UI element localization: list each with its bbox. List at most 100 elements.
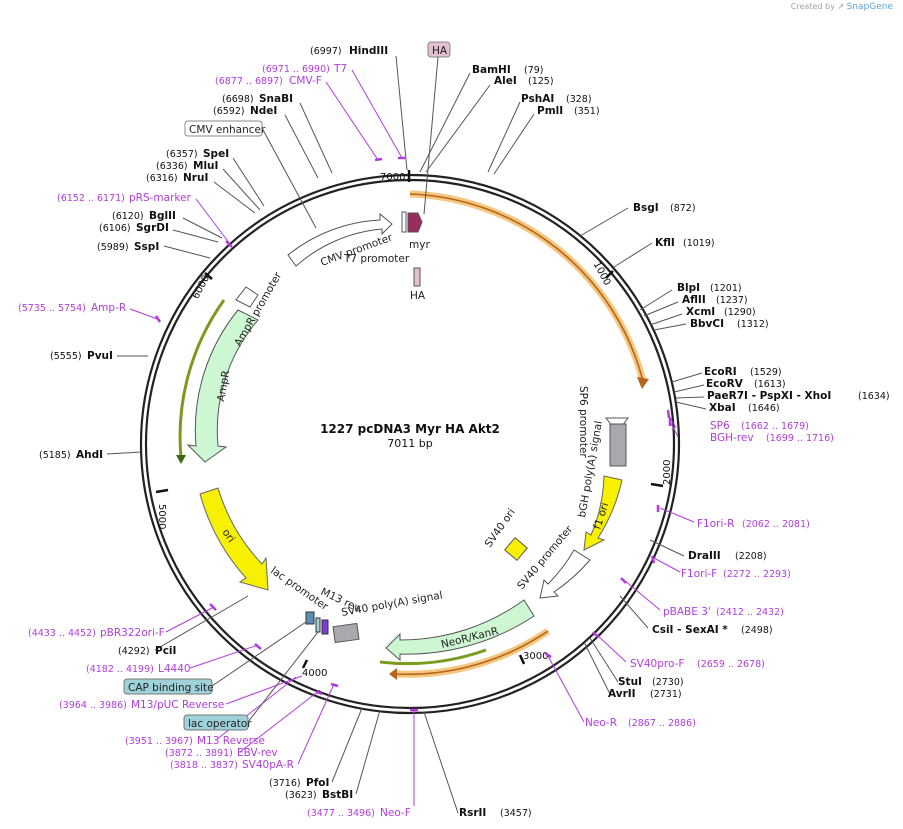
enzyme-name[interactable]: HindIII <box>349 45 388 57</box>
tick-label-4000: 4000 <box>302 668 327 679</box>
neo-orf-arrowhead <box>389 668 397 680</box>
primer-name[interactable]: L4440 <box>158 663 191 675</box>
primer-name[interactable]: SV40pro-F <box>630 658 684 670</box>
enzyme-name[interactable]: XcmI <box>686 306 715 318</box>
enzyme-name[interactable]: BstBI <box>322 789 353 801</box>
ampr-orf-arrowhead <box>176 455 186 464</box>
enzyme-name[interactable]: PvuI <box>87 350 113 362</box>
lac-operator-box[interactable] <box>183 714 249 731</box>
ha-feature[interactable] <box>413 267 421 287</box>
primer-name[interactable]: BGH-rev <box>710 432 754 444</box>
primer-name[interactable]: pBR322ori-F <box>100 627 165 639</box>
enzyme-name[interactable]: CsiI - SexAI * <box>652 624 728 636</box>
cap-binding-site-box[interactable] <box>123 678 213 695</box>
enzyme-name[interactable]: BamHI <box>472 64 511 76</box>
enzyme-name[interactable]: MluI <box>193 160 218 172</box>
primer-range: (2272 .. 2293) <box>723 569 791 580</box>
enzyme-leader-lines <box>106 55 707 814</box>
ha-box-leader <box>423 56 439 215</box>
enzyme-pos: (1634) <box>858 391 890 402</box>
enzyme-name[interactable]: SnaBI <box>259 93 293 105</box>
enzyme-name[interactable]: BlpI <box>677 282 700 294</box>
tick-label-3000: 3000 <box>523 651 548 662</box>
enzyme-name[interactable]: NdeI <box>250 105 277 117</box>
primer-name[interactable]: M13/pUC Reverse <box>131 699 224 711</box>
primer-range: (6152 .. 6171) <box>57 193 125 204</box>
enzyme-name[interactable]: EcoRI <box>704 366 737 378</box>
enzyme-pos: (6997) <box>310 46 342 57</box>
enzyme-name[interactable]: SspI <box>134 241 159 253</box>
enzyme-pos: (125) <box>528 76 554 87</box>
enzyme-name[interactable]: PaeR7I - PspXI - XhoI <box>707 390 831 402</box>
myr-feature[interactable] <box>407 212 423 233</box>
enzyme-labels: (6997) HindIII BamHI (79) AleI (125) Psh… <box>39 45 890 819</box>
enzyme-name[interactable]: PfoI <box>306 777 329 789</box>
ori-feature[interactable] <box>199 487 269 591</box>
primer-name[interactable]: Neo-F <box>380 807 411 819</box>
enzyme-name[interactable]: DraIII <box>688 550 721 562</box>
enzyme-name[interactable]: RsrII <box>459 807 486 819</box>
sv40-ori-feature[interactable] <box>504 537 528 561</box>
sv40-promoter-feature[interactable] <box>539 549 591 599</box>
f1-ori-feature[interactable] <box>583 475 623 551</box>
enzyme-name[interactable]: AhdI <box>76 449 103 461</box>
enzyme-name[interactable]: SpeI <box>203 148 229 160</box>
enzyme-pos: (872) <box>670 203 696 214</box>
enzyme-name[interactable]: PmlI <box>537 105 563 117</box>
primer-range: (3872 .. 3891) <box>165 748 233 759</box>
plasmid-length: 7011 bp <box>387 437 432 450</box>
enzyme-pos: (3623) <box>285 790 317 801</box>
enzyme-pos: (6336) <box>156 161 188 172</box>
orf-arrow <box>409 193 644 382</box>
primer-name[interactable]: T7 <box>333 63 347 75</box>
enzyme-pos: (328) <box>566 94 592 105</box>
enzyme-name[interactable]: AvrII <box>608 688 636 700</box>
primer-name[interactable]: SV40pA-R <box>242 759 294 771</box>
primer-name[interactable]: F1ori-F <box>681 568 717 580</box>
primer-name[interactable]: EBV-rev <box>237 747 278 759</box>
primer-range: (1699 .. 1716) <box>766 433 834 444</box>
enzyme-name[interactable]: BbvCI <box>690 318 724 330</box>
enzyme-pos: (1019) <box>683 238 715 249</box>
enzyme-name[interactable]: BglII <box>149 210 176 222</box>
enzyme-name[interactable]: AleI <box>494 75 517 87</box>
primer-name[interactable]: pRS-marker <box>129 192 192 204</box>
feature-label: SP6 promoter <box>577 386 589 458</box>
enzyme-pos: (1529) <box>750 367 782 378</box>
ampr-feature[interactable] <box>186 309 259 463</box>
neor-feature[interactable] <box>385 599 535 662</box>
enzyme-name[interactable]: PciI <box>155 645 176 657</box>
t7-promoter-feature[interactable] <box>401 211 407 233</box>
enzyme-pos: (5989) <box>97 242 129 253</box>
ha-box[interactable] <box>427 41 451 58</box>
bgh-polya-feature[interactable] <box>609 423 627 467</box>
primer-name[interactable]: F1ori-R <box>697 518 734 530</box>
enzyme-name[interactable]: StuI <box>618 676 642 688</box>
sv40-polya-feature[interactable] <box>332 622 360 644</box>
primer-name[interactable]: CMV-F <box>289 75 322 87</box>
ampr-promoter-feature[interactable] <box>235 286 259 308</box>
enzyme-name[interactable]: SgrDI <box>136 222 169 234</box>
enzyme-name[interactable]: KflI <box>655 237 675 249</box>
enzyme-name[interactable]: XbaI <box>709 402 736 414</box>
m13-rev-feature[interactable] <box>321 619 329 635</box>
primer-name[interactable]: pBABE 3' <box>663 606 711 618</box>
enzyme-pos: (2731) <box>650 689 682 700</box>
cmv-promoter-feature[interactable] <box>287 212 393 267</box>
primer-name[interactable]: Neo-R <box>585 717 617 729</box>
enzyme-pos: (1237) <box>716 295 748 306</box>
enzyme-pos: (1312) <box>737 319 769 330</box>
primer-name[interactable]: SP6 <box>710 420 730 432</box>
enzyme-name[interactable]: BsgI <box>633 202 659 214</box>
neo-green-line <box>379 648 487 666</box>
enzyme-name[interactable]: NruI <box>183 172 208 184</box>
enzyme-pos: (1201) <box>710 283 742 294</box>
primer-name[interactable]: Amp-R <box>91 302 126 314</box>
cap-site-feature[interactable] <box>305 611 315 625</box>
primer-range: (3964 .. 3986) <box>59 700 127 711</box>
lac-operator-feature[interactable] <box>315 617 321 633</box>
primer-name[interactable]: M13 Reverse <box>197 735 265 747</box>
enzyme-name[interactable]: EcoRV <box>706 378 744 390</box>
enzyme-name[interactable]: AflII <box>682 294 706 306</box>
enzyme-name[interactable]: PshAI <box>521 93 554 105</box>
